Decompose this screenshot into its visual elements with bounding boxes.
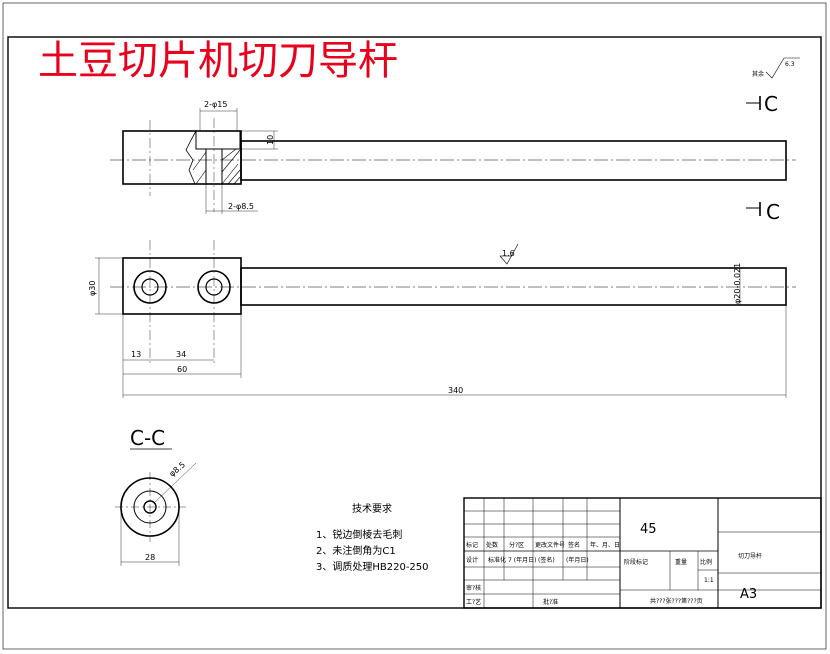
- tb-label-sign: 签名: [568, 541, 580, 549]
- tb-label-approve: 批?准: [543, 598, 558, 606]
- tech-requirements: 技术要求 1、锐边倒棱去毛刺 2、未注倒角为C1 3、调质处理HB220-250: [316, 502, 429, 573]
- dim-len-60: 60: [177, 365, 187, 374]
- tb-label-date: 年、月、日: [590, 541, 620, 549]
- tech-req-item-3: 3、调质处理HB220-250: [316, 561, 429, 573]
- tb-label-signature: (签名): [538, 556, 555, 564]
- tb-sheet-size: A3: [740, 587, 757, 602]
- tb-label-design: 设计: [466, 556, 478, 564]
- title-block: [463, 497, 822, 609]
- tb-label-std: 标准化: [488, 556, 506, 564]
- section-view: C-C φ8.5 28: [115, 426, 197, 566]
- tb-sheet-footer: 共???张???第???页: [650, 597, 703, 605]
- tb-label-change: 更改文件号: [535, 541, 565, 549]
- tb-label-count: 处数: [486, 541, 498, 549]
- tb-label-ymd: (年月日): [566, 556, 589, 564]
- top-view: 1.6 φ30 φ20-0.021 13 34 60 340: [88, 240, 796, 398]
- tb-designer: 7 (年月日): [508, 556, 536, 564]
- tech-req-heading: 技术要求: [352, 502, 392, 515]
- tb-scale-value: 1:1: [704, 577, 714, 584]
- tb-material: 45: [640, 522, 657, 537]
- dim-len-340: 340: [448, 386, 463, 395]
- dim-width: φ30: [88, 281, 97, 296]
- section-marker-top: C: [746, 92, 778, 116]
- roughness-symbol: 其余 6.3: [752, 57, 800, 79]
- tb-label-process: 工?艺: [466, 598, 481, 606]
- surface-roughness-value: 1.6: [502, 249, 515, 258]
- tb-label-scale: 比例: [700, 558, 712, 566]
- section-marker-top-label: C: [764, 92, 778, 116]
- tech-req-item-2: 2、未注倒角为C1: [316, 544, 396, 557]
- dim-section-width: 28: [145, 553, 155, 562]
- tb-label-mark: 标记: [466, 541, 478, 549]
- roughness-value: 6.3: [785, 61, 795, 68]
- tb-label-stage: 阶段标记: [624, 558, 648, 566]
- section-marker-bottom-label: C: [766, 200, 780, 224]
- dim-hole-bottom: 2-φ8.5: [228, 202, 254, 211]
- dim-offset: 13: [131, 350, 141, 359]
- tb-part-name: 切刀导杆: [738, 552, 762, 560]
- dim-thickness: 10: [266, 135, 275, 145]
- section-marker-bottom: C: [746, 200, 780, 224]
- dim-pitch: 34: [176, 350, 186, 359]
- title-block-text: 标记 处数 分?区 更改文件号 签名 年、月、日 设计 标准化 7 (年月日) …: [466, 522, 762, 606]
- tech-req-item-1: 1、锐边倒棱去毛刺: [316, 528, 402, 541]
- front-view: 2-φ15 10 2-φ8.5: [110, 100, 796, 214]
- dim-hole-top: 2-φ15: [204, 100, 227, 109]
- dim-section-dia: φ8.5: [168, 460, 188, 478]
- tb-label-weight: 重量: [675, 558, 687, 566]
- dim-shaft: φ20-0.021: [733, 263, 742, 304]
- tb-label-review: 审?核: [466, 584, 481, 592]
- section-title: C-C: [130, 426, 165, 450]
- tb-label-zone: 分?区: [509, 541, 524, 549]
- inner-frame: [7, 36, 822, 609]
- roughness-label: 其余: [752, 70, 764, 78]
- drawing-title: 土豆切片机切刀导杆: [38, 38, 398, 84]
